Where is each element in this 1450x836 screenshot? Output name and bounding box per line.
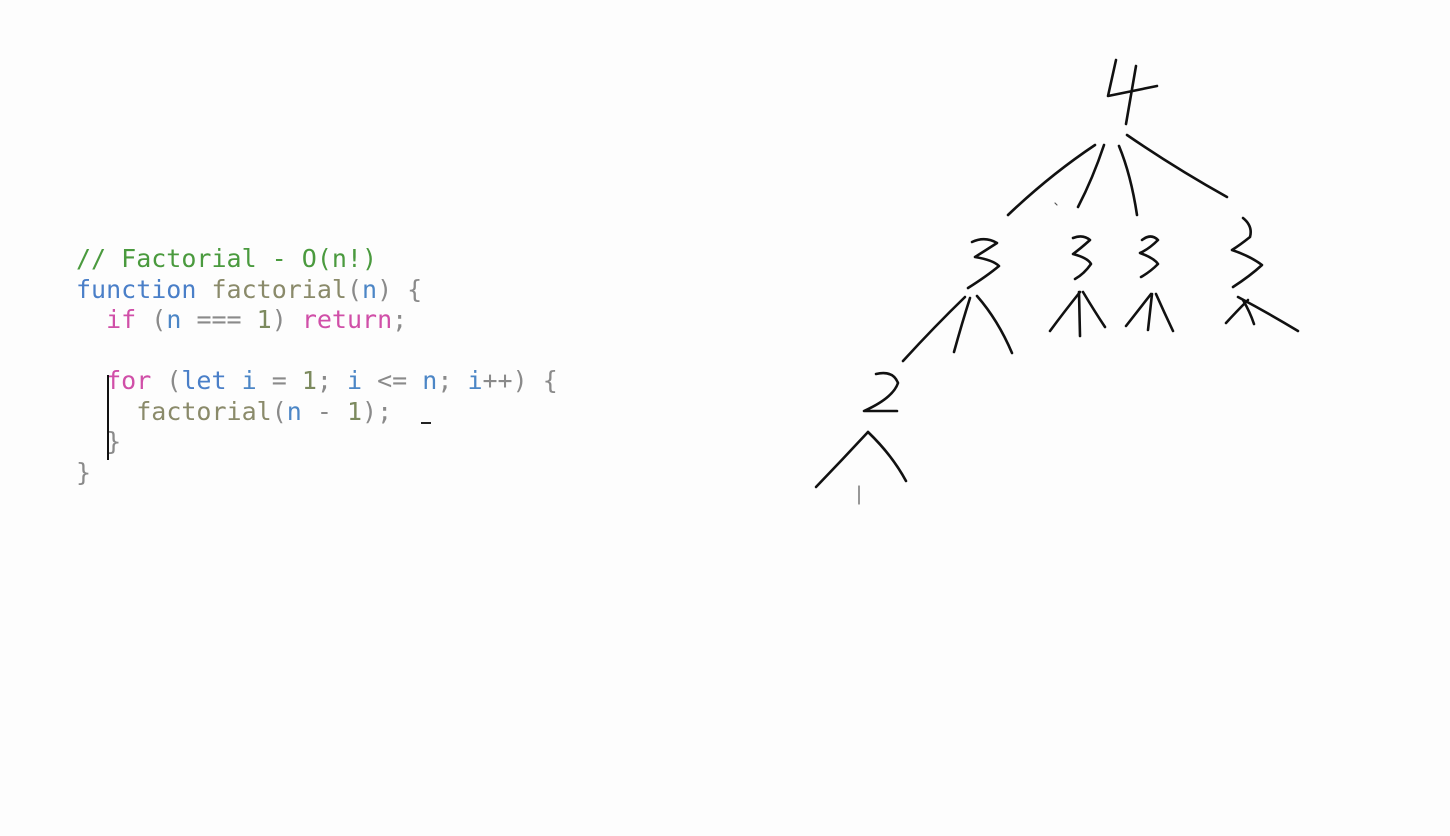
code-token: let bbox=[181, 366, 227, 395]
code-token: function bbox=[76, 274, 197, 304]
code-token: } bbox=[76, 457, 92, 487]
code-token: ; bbox=[392, 305, 408, 334]
code-token: ( bbox=[271, 396, 287, 426]
tree-node-3-a bbox=[966, 237, 1001, 290]
tree-node-2 bbox=[862, 371, 900, 413]
code-token: - bbox=[301, 396, 347, 426]
code-token: factorial bbox=[211, 274, 347, 304]
root-branches bbox=[1006, 133, 1229, 217]
code-line: for (let i = 1; i <= n; i++) { bbox=[76, 366, 558, 397]
code-token: ) bbox=[271, 305, 302, 334]
code-token: factorial bbox=[136, 396, 272, 426]
code-token: ( bbox=[346, 274, 363, 304]
code-token: n bbox=[166, 305, 182, 334]
code-token: return bbox=[301, 305, 393, 334]
node-label-4-handwritten bbox=[1106, 58, 1159, 126]
code-token: <= bbox=[362, 366, 423, 395]
code-line: } bbox=[76, 458, 558, 489]
code-token: i bbox=[346, 366, 363, 395]
code-token: n bbox=[286, 396, 302, 426]
tree-node-3-b bbox=[1071, 235, 1093, 281]
drawn-bracket-mark bbox=[107, 375, 109, 460]
code-line: if (n === 1) return; bbox=[76, 305, 558, 336]
code-line: } bbox=[76, 427, 558, 458]
code-token: i bbox=[467, 366, 483, 395]
code-token: === bbox=[181, 305, 257, 334]
tree-node-root bbox=[1106, 58, 1159, 126]
code-token: ++) { bbox=[482, 366, 558, 395]
code-line: // Factorial - O(n!) bbox=[76, 244, 558, 275]
code-line: factorial(n - 1); bbox=[76, 397, 558, 428]
code-token: if bbox=[106, 305, 137, 334]
code-token: n bbox=[422, 366, 438, 395]
code-token: // Factorial - O(n!) bbox=[76, 244, 378, 273]
code-token: ; bbox=[437, 366, 468, 395]
code-token: i bbox=[241, 366, 257, 395]
code-token: ( bbox=[151, 366, 182, 395]
code-token: ); bbox=[362, 396, 393, 426]
level2-branches bbox=[814, 430, 908, 505]
code-token: ( bbox=[136, 305, 167, 334]
code-token: = bbox=[256, 366, 302, 395]
code-editor: // Factorial - O(n!)function factorial(n… bbox=[76, 244, 558, 488]
code-token: for bbox=[106, 366, 152, 395]
tree-node-3-c bbox=[1138, 235, 1160, 279]
code-token: ) { bbox=[377, 274, 423, 304]
level1-branches bbox=[901, 290, 1300, 363]
code-token: ; bbox=[316, 366, 347, 395]
code-token: } bbox=[76, 427, 122, 456]
drawn-dash-mark bbox=[421, 422, 431, 424]
code-token: 1 bbox=[301, 366, 317, 395]
code-token: 1 bbox=[346, 396, 363, 426]
code-token: 1 bbox=[256, 305, 272, 334]
code-token: n bbox=[362, 274, 378, 304]
code-line: function factorial(n) { bbox=[76, 275, 558, 306]
tree-node-3-d bbox=[1230, 216, 1264, 289]
